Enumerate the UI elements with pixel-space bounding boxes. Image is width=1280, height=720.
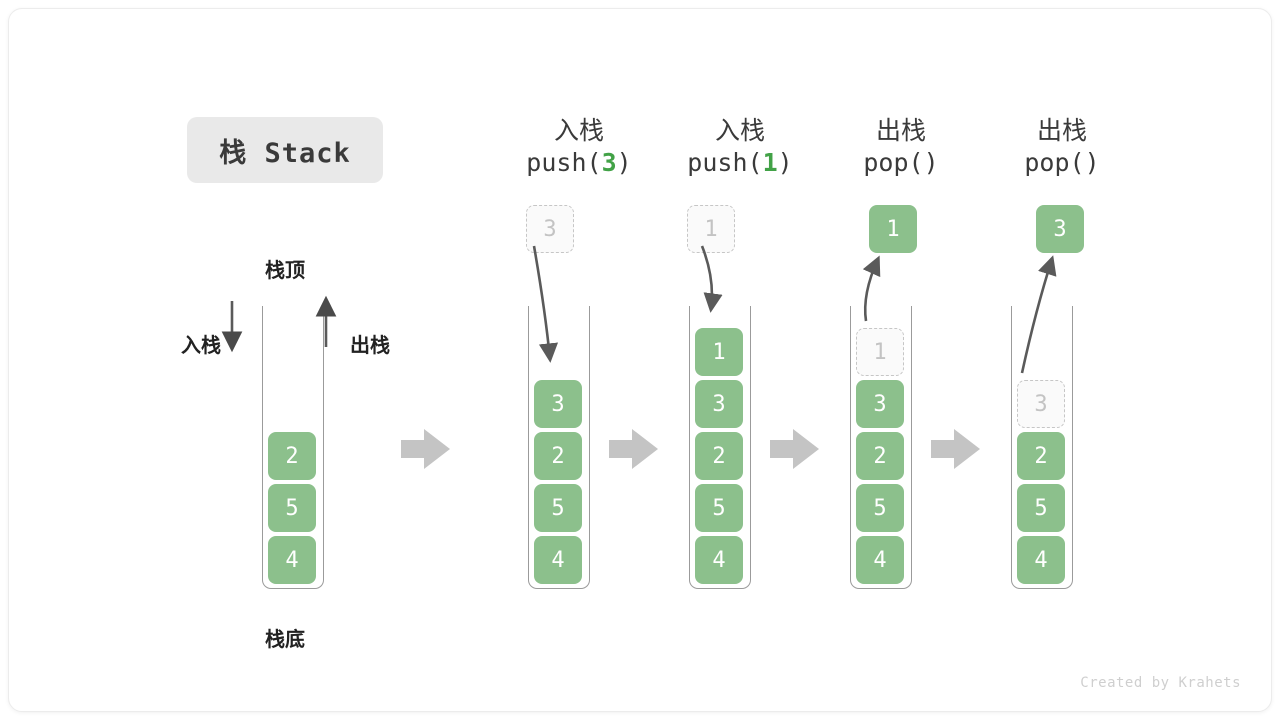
push-1-motion-arrow bbox=[700, 245, 723, 313]
stack-cell-push1-0: 1 bbox=[695, 328, 743, 376]
column-header-cn: 出栈 bbox=[875, 116, 926, 145]
transition-arrow-2 bbox=[609, 429, 658, 469]
stack-container-push-3 bbox=[528, 306, 590, 589]
code-prefix: push( bbox=[687, 148, 763, 177]
transition-arrow-3 bbox=[770, 429, 819, 469]
column-header-code: pop() bbox=[1024, 148, 1100, 177]
push-direction-label: 入栈 bbox=[181, 333, 221, 357]
column-header-code: pop() bbox=[863, 148, 939, 177]
stack-cell-pop1-2: 2 bbox=[856, 432, 904, 480]
diagram-frame: 栈 Stack 2 5 4 栈顶 栈底 入栈 出栈 入栈 push(3) 3 3… bbox=[8, 8, 1272, 712]
cell-value: 4 bbox=[268, 536, 316, 584]
stack-cell-initial-1: 5 bbox=[268, 484, 316, 532]
stack-cell-initial-0: 2 bbox=[268, 432, 316, 480]
stack-cell-pop3-2: 5 bbox=[1017, 484, 1065, 532]
stack-cell-pop1-0: 1 bbox=[856, 328, 904, 376]
stack-box bbox=[689, 306, 751, 589]
stack-cell-push1-3: 5 bbox=[695, 484, 743, 532]
stack-cell-pop1-4: 4 bbox=[856, 536, 904, 584]
stack-cell-pop3-0: 3 bbox=[1017, 380, 1065, 428]
stack-container-pop-1 bbox=[850, 306, 912, 589]
diagram-title: 栈 Stack bbox=[187, 117, 383, 183]
stack-container-initial bbox=[262, 306, 324, 589]
cell-value: 5 bbox=[268, 484, 316, 532]
transition-arrow-4 bbox=[931, 429, 980, 469]
stack-box bbox=[262, 306, 324, 589]
stack-box bbox=[1011, 306, 1073, 589]
column-header-push-1: 入栈 push(1) bbox=[650, 115, 830, 179]
stack-cell-push3-3: 4 bbox=[534, 536, 582, 584]
stack-box bbox=[528, 306, 590, 589]
popped-item-pop-1: 1 bbox=[869, 205, 917, 253]
stack-cell-initial-2: 4 bbox=[268, 536, 316, 584]
column-header-pop-1: 出栈 pop() bbox=[811, 115, 991, 179]
column-header-code: push(3) bbox=[489, 147, 669, 179]
stack-box bbox=[850, 306, 912, 589]
stack-cell-pop3-3: 4 bbox=[1017, 536, 1065, 584]
code-arg: 3 bbox=[601, 148, 617, 177]
column-header-push-3: 入栈 push(3) bbox=[489, 115, 669, 179]
stack-container-pop-3 bbox=[1011, 306, 1073, 589]
stack-cell-push1-2: 2 bbox=[695, 432, 743, 480]
stack-cell-pop1-1: 3 bbox=[856, 380, 904, 428]
popped-item-pop-3: 3 bbox=[1036, 205, 1084, 253]
column-header-cn: 出栈 bbox=[1036, 116, 1087, 145]
code-suffix: ) bbox=[616, 148, 632, 177]
column-header-pop-3: 出栈 pop() bbox=[972, 115, 1152, 179]
code-suffix: ) bbox=[777, 148, 793, 177]
cell-value: 2 bbox=[268, 432, 316, 480]
stack-cell-push1-4: 4 bbox=[695, 536, 743, 584]
incoming-ghost-push-1: 1 bbox=[687, 205, 735, 253]
stack-cell-push3-0: 3 bbox=[534, 380, 582, 428]
column-header-code: push(1) bbox=[650, 147, 830, 179]
transition-arrow-1 bbox=[401, 429, 450, 469]
column-header-cn: 入栈 bbox=[553, 116, 604, 145]
stack-container-push-1 bbox=[689, 306, 751, 589]
footer-credit: Created by Krahets bbox=[1080, 675, 1241, 691]
stack-cell-push3-1: 2 bbox=[534, 432, 582, 480]
stack-bottom-label: 栈底 bbox=[265, 627, 305, 651]
code-arg: 1 bbox=[762, 148, 778, 177]
pop-direction-label: 出栈 bbox=[350, 333, 390, 357]
column-header-cn: 入栈 bbox=[714, 116, 765, 145]
incoming-ghost-push-3: 3 bbox=[526, 205, 574, 253]
stack-cell-pop3-1: 2 bbox=[1017, 432, 1065, 480]
code-prefix: push( bbox=[526, 148, 602, 177]
stack-cell-push3-2: 5 bbox=[534, 484, 582, 532]
stack-cell-push1-1: 3 bbox=[695, 380, 743, 428]
stack-cell-pop1-3: 5 bbox=[856, 484, 904, 532]
stack-top-label: 栈顶 bbox=[265, 258, 305, 282]
